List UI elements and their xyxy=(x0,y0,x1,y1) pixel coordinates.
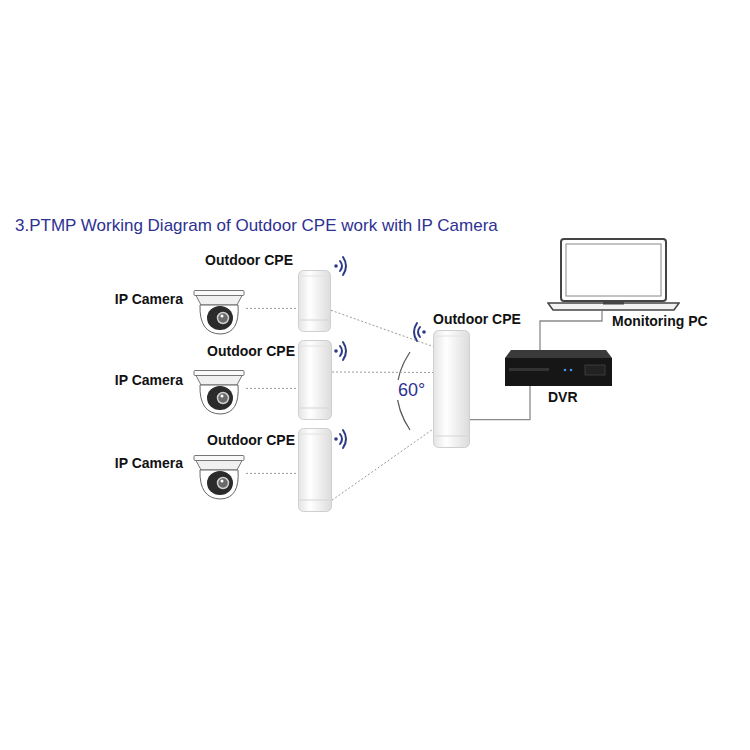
device-label: DVR xyxy=(548,389,578,405)
device-label: Outdoor CPE xyxy=(433,311,521,327)
cam-drawing xyxy=(192,455,246,501)
cpe-unit: Outdoor CPE xyxy=(298,428,332,512)
pc-drawing xyxy=(547,238,680,311)
cam-drawing xyxy=(192,370,246,416)
wifi-icon xyxy=(414,323,426,341)
dvr-drawing xyxy=(505,350,612,386)
cpe-drawing xyxy=(298,270,331,332)
wifi-icons xyxy=(334,257,426,448)
ip-camera: IP Camera xyxy=(192,370,246,416)
network-cable xyxy=(470,386,530,420)
wifi-icon xyxy=(334,257,346,275)
cpe-unit: Outdoor CPE xyxy=(433,330,470,448)
wireless-link xyxy=(246,388,298,389)
wireless-link xyxy=(332,372,433,374)
device-label: IP Camera xyxy=(115,372,183,388)
angle-label: 60° xyxy=(396,380,427,400)
cam-drawing xyxy=(192,290,246,336)
device-label: Outdoor CPE xyxy=(205,252,293,268)
ip-camera: IP Camera xyxy=(192,290,246,336)
ip-camera: IP Camera xyxy=(192,455,246,501)
device-label: Outdoor CPE xyxy=(207,432,295,448)
device-label: IP Camera xyxy=(115,455,183,471)
wireless-link xyxy=(246,308,298,309)
wifi-icon xyxy=(334,342,346,360)
cpe-drawing xyxy=(298,428,332,512)
cpe-unit: Outdoor CPE xyxy=(298,270,331,332)
wireless-link xyxy=(246,473,298,474)
wireless-link xyxy=(332,429,433,500)
dvr-unit: DVR xyxy=(505,350,612,386)
monitoring-pc: Monitoring PC xyxy=(547,238,680,311)
device-label: Outdoor CPE xyxy=(207,343,295,359)
device-label: IP Camera xyxy=(115,291,183,307)
diagram-title: 3.PTMP Working Diagram of Outdoor CPE wo… xyxy=(15,216,498,236)
wireless-link xyxy=(331,310,433,346)
cpe-unit: Outdoor CPE xyxy=(298,340,332,420)
network-cable xyxy=(540,311,602,350)
cpe-drawing xyxy=(298,340,332,420)
cpe-drawing xyxy=(433,330,470,448)
device-label: Monitoring PC xyxy=(612,313,708,329)
wifi-icon xyxy=(334,430,346,448)
